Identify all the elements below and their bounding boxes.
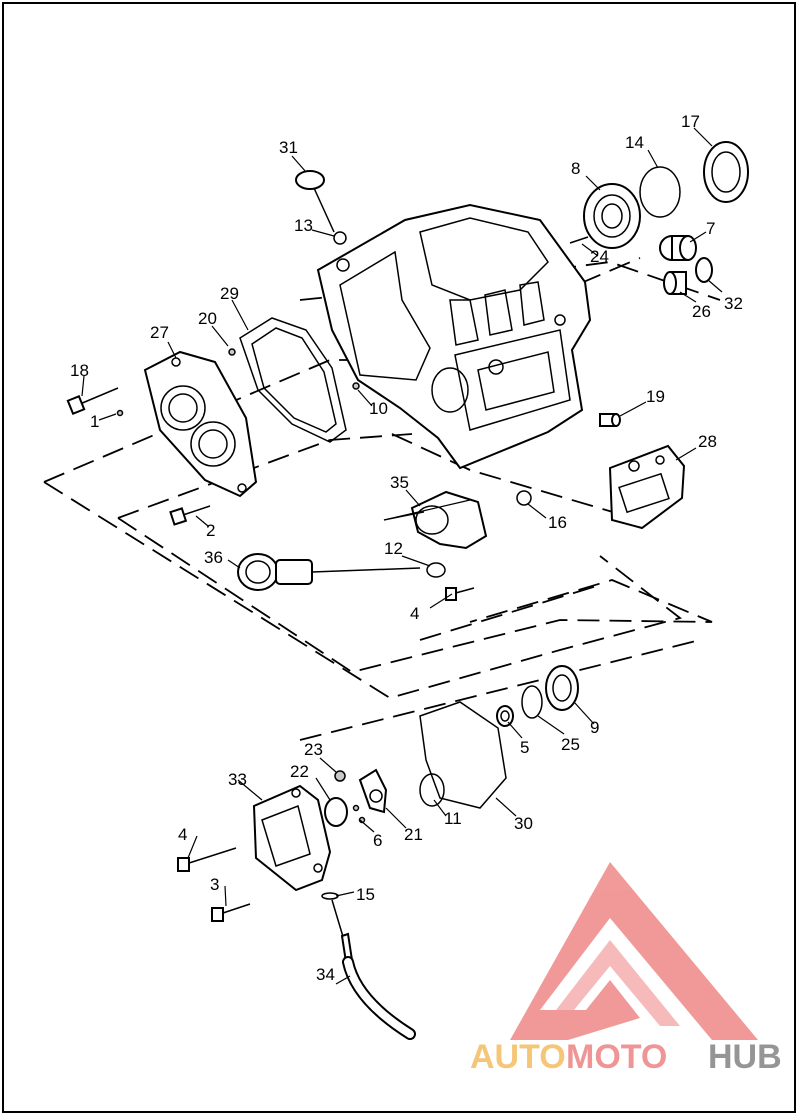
dowel-pin-1: [116, 409, 124, 417]
callout-7: 7: [706, 219, 715, 238]
callout-2: 2: [206, 521, 215, 540]
callout-20: 20: [198, 309, 217, 328]
bolt-4-upper: [445, 587, 475, 601]
callout-23: 23: [304, 740, 323, 759]
callout-36: 36: [204, 548, 223, 567]
retaining-ring-11: [419, 773, 445, 807]
callout-16: 16: [548, 513, 567, 532]
seal-17: [703, 141, 749, 203]
gasket-30: [419, 701, 507, 809]
fitting-23: [334, 770, 346, 782]
side-cover: [143, 350, 258, 498]
callout-8: 8: [571, 159, 580, 178]
callout-19: 19: [646, 387, 665, 406]
bolt-18: [66, 387, 119, 416]
callout-1: 1: [90, 412, 99, 431]
logo-word-auto: AUTO: [470, 1038, 566, 1076]
side-cover-gasket: [239, 317, 347, 443]
sender-36: [237, 553, 421, 591]
washer-22: [324, 797, 348, 827]
pin-19: [599, 413, 621, 427]
callout-18: 18: [70, 361, 89, 380]
callout-22: 22: [290, 762, 309, 781]
o-ring-13: [333, 231, 347, 245]
bearing-8: [583, 183, 641, 249]
callout-35: 35: [390, 473, 409, 492]
ball-6a: [352, 804, 360, 812]
callout-4-upper: 4: [410, 604, 419, 623]
dowel-pin-10: [352, 382, 360, 390]
dowel-pin-20: [228, 348, 236, 356]
callout-24: 24: [590, 247, 609, 266]
callout-10: 10: [369, 399, 388, 418]
logo-word-hub: HUB: [708, 1038, 782, 1076]
side-cover-gasket-inner: [251, 327, 337, 433]
callout-27: 27: [150, 323, 169, 342]
lever-21: [358, 768, 388, 814]
bushing-26: [663, 271, 687, 295]
bolt-2: [169, 505, 211, 526]
o-ring-12: [426, 562, 446, 578]
callout-6: 6: [373, 831, 382, 850]
callout-13: 13: [294, 216, 313, 235]
retaining-ring-25: [521, 685, 543, 719]
logo-triangle-inner: [556, 940, 680, 1026]
seal-32: [695, 257, 713, 283]
callout-labels: 1 2 3 4 4 5 6 7 8 9 10 11 12 13 14 15 16…: [70, 112, 743, 984]
logo-word-moto: MOTO: [566, 1038, 667, 1076]
cable-34: [331, 899, 416, 1040]
callout-9: 9: [590, 718, 599, 737]
logo-triangle: [510, 862, 758, 1040]
callout-30: 30: [514, 814, 533, 833]
automotohub-logo: AUTO MOTO HUB: [470, 862, 782, 1076]
housing-35: [410, 490, 488, 550]
callout-15: 15: [356, 885, 375, 904]
callout-21: 21: [404, 825, 423, 844]
callout-34: 34: [316, 965, 335, 984]
callout-26: 26: [692, 302, 711, 321]
callout-28: 28: [698, 432, 717, 451]
bearing-9: [545, 665, 579, 711]
callout-5: 5: [520, 738, 529, 757]
leader-lines: [81, 127, 723, 985]
bushing-7: [659, 235, 697, 261]
bolt-3: [211, 903, 251, 922]
screw-24: [569, 236, 589, 244]
callout-11: 11: [444, 809, 462, 828]
callout-25: 25: [561, 735, 580, 754]
callout-14: 14: [625, 133, 644, 152]
callout-12: 12: [384, 539, 403, 558]
cover-33: [252, 784, 332, 892]
callout-3: 3: [210, 875, 219, 894]
o-ring-16: [516, 490, 532, 506]
nut-5: [496, 705, 514, 727]
callout-17: 17: [681, 112, 700, 131]
bolt-4-lower: [177, 847, 237, 872]
gasket-28: [608, 444, 686, 530]
callout-31: 31: [279, 138, 298, 157]
callout-32: 32: [724, 294, 743, 313]
washer-15: [321, 892, 339, 900]
retaining-ring-14: [639, 166, 681, 218]
transmission-case: [316, 203, 592, 470]
callout-29: 29: [220, 284, 239, 303]
callout-33: 33: [228, 770, 247, 789]
dipstick: [295, 170, 335, 233]
callout-4-lower: 4: [178, 825, 187, 844]
